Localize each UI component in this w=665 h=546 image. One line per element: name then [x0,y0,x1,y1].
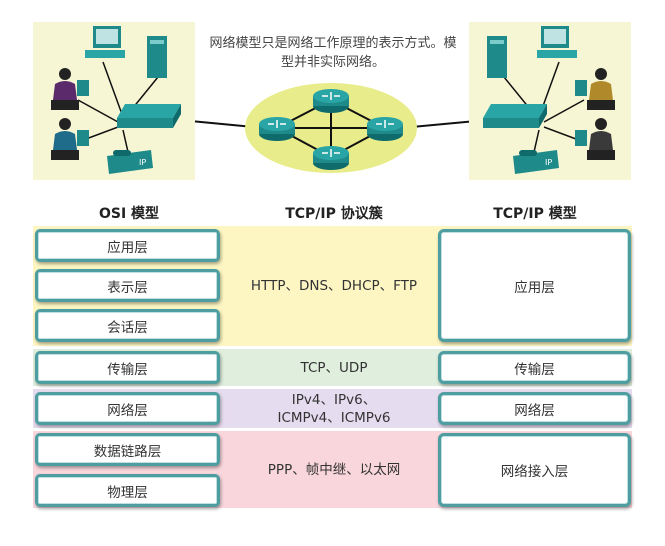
tcpip-layer-transport: 传输层 [438,351,631,384]
pc-icon [537,26,577,58]
network-cloud [245,83,417,173]
osi-layer-session: 会话层 [35,309,220,342]
user-icon [51,118,89,160]
ip-phone-icon: IP [107,150,153,174]
ip-phone-icon: IP [513,150,559,174]
osi-layer-physical: 物理层 [35,474,220,507]
pc-icon [85,26,125,58]
user-icon [575,68,615,110]
switch-icon [117,104,181,128]
user-icon [575,118,615,160]
protocols-application: HTTP、DNS、DHCP、FTP [250,278,418,294]
osi-layer-transport: 传输层 [35,351,220,384]
tcpip-layer-network-access: 网络接入层 [438,433,631,507]
osi-layer-presentation: 表示层 [35,269,220,302]
tcpip-suite-heading: TCP/IP 协议簇 [285,206,383,222]
osi-layer-network: 网络层 [35,392,220,425]
lan-left-panel: IP [33,22,195,180]
network-caption: 网络模型只是网络工作原理的表示方式。模型并非实际网络。 [209,36,457,70]
protocols-transport: TCP、UDP [300,359,368,376]
protocols-network-line1: IPv4、IPv6、 [291,391,377,408]
tcpip-model-heading: TCP/IP 模型 [493,206,577,222]
router-icon [313,89,349,113]
lan-right-panel: IP [469,22,631,180]
tcpip-layer-application: 应用层 [438,229,631,342]
osi-model-heading: OSI 模型 [98,206,160,222]
user-icon [51,68,89,110]
router-icon [367,117,403,141]
switch-icon [483,104,547,128]
protocols-network: IPv4、IPv6、 ICMPv4、ICMPv6 [232,389,436,428]
ip-phone-label: IP [545,158,552,167]
server-icon [147,36,167,78]
server-icon [487,36,507,78]
protocols-link: PPP、帧中继、以太网 [267,461,401,478]
router-icon [259,117,295,141]
osi-layer-data-link: 数据链路层 [35,433,220,466]
protocols-network-line2: ICMPv4、ICMPv6 [277,409,391,426]
router-icon [313,146,349,170]
osi-layer-application: 应用层 [35,229,220,262]
ip-phone-label: IP [139,158,146,167]
tcpip-layer-network: 网络层 [438,392,631,425]
